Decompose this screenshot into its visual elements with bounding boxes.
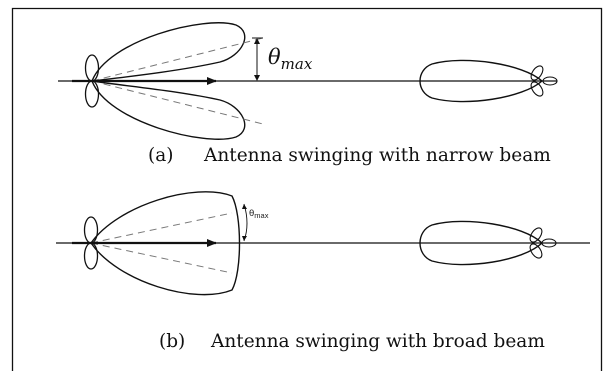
panel-b-lower-beam-axis: [90, 242, 233, 274]
panel-b-angle-label: θmax: [249, 208, 269, 220]
panel-a-angle-arrow-up: [254, 38, 260, 44]
panel-b-small-lobe-upper: [83, 216, 99, 244]
panel-b-receiver-side-lobe-lower: [529, 243, 543, 259]
figure-frame: [11, 7, 603, 371]
panel-b-upper-beam-axis: [90, 212, 233, 244]
panel-b-receiver-pattern: [419, 220, 557, 266]
panel-b-angle-arc: [243, 203, 248, 242]
panel-b-angle-arrow-down: [242, 236, 247, 241]
panel-a-receiver-back-lobe: [542, 76, 558, 86]
panel-a-upper-lobe: [90, 22, 246, 82]
panel-a-small-lobe-lower: [84, 80, 100, 108]
panel-a-caption-text: Antenna swinging with narrow beam: [203, 145, 551, 166]
panel-b-caption: (b) Antenna swinging with broad beam: [159, 331, 545, 352]
panel-a: θmax (a) Antenna swinging with narrow be…: [58, 22, 558, 166]
panel-b-receiver-back-lobe: [541, 238, 557, 248]
panel-b-receiver-main-lobe: [419, 220, 544, 266]
panel-a-receiver-main-lobe: [419, 59, 544, 103]
panel-a-lower-beam-axis: [91, 80, 264, 125]
panel-b-caption-text: Antenna swinging with broad beam: [210, 331, 545, 352]
panel-b-label: (b): [159, 331, 185, 352]
panel-b: θmax (b) Antenna swinging with broad bea…: [56, 191, 590, 352]
panel-a-upper-beam-axis: [91, 37, 264, 82]
panel-a-small-lobe-upper: [84, 54, 100, 82]
panel-a-angle-label: θmax: [268, 45, 313, 73]
panel-a-lower-lobe: [90, 80, 246, 140]
panel-a-label: (a): [148, 145, 173, 166]
panel-a-receiver-side-lobe-lower: [530, 81, 544, 97]
panel-b-receiver-side-lobe-upper: [529, 227, 543, 243]
panel-b-small-lobe-lower: [83, 242, 99, 270]
panel-a-receiver-pattern: [419, 59, 558, 103]
panel-a-angle-arrow-down: [254, 75, 260, 81]
panel-a-receiver-side-lobe-upper: [530, 65, 544, 81]
panel-b-angle-arrow-up: [242, 204, 247, 209]
panel-a-caption: (a) Antenna swinging with narrow beam: [148, 145, 551, 166]
